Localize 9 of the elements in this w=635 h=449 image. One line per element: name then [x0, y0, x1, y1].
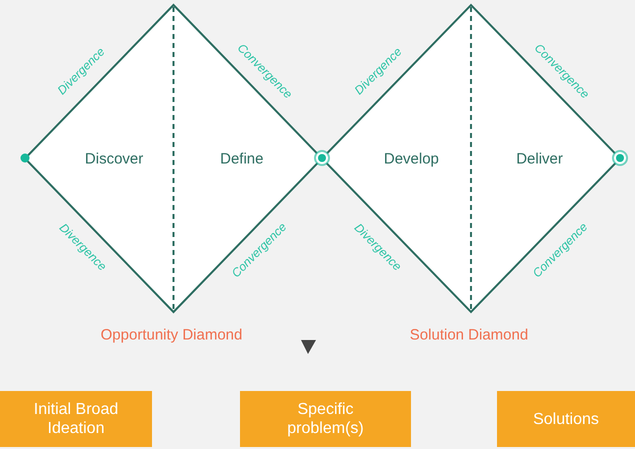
phase-label: Define	[220, 150, 264, 167]
stage-box: Solutions	[497, 391, 635, 447]
stage-box: Initial Broad Ideation	[0, 391, 152, 447]
stage-box: Specific problem(s)	[240, 391, 411, 447]
phase-label: Develop	[384, 150, 439, 167]
diamond-caption: Solution Diamond	[410, 326, 528, 344]
phase-label: Discover	[84, 150, 144, 167]
phase-label: Deliver	[516, 150, 563, 167]
diamond-caption: Opportunity Diamond	[100, 326, 242, 344]
